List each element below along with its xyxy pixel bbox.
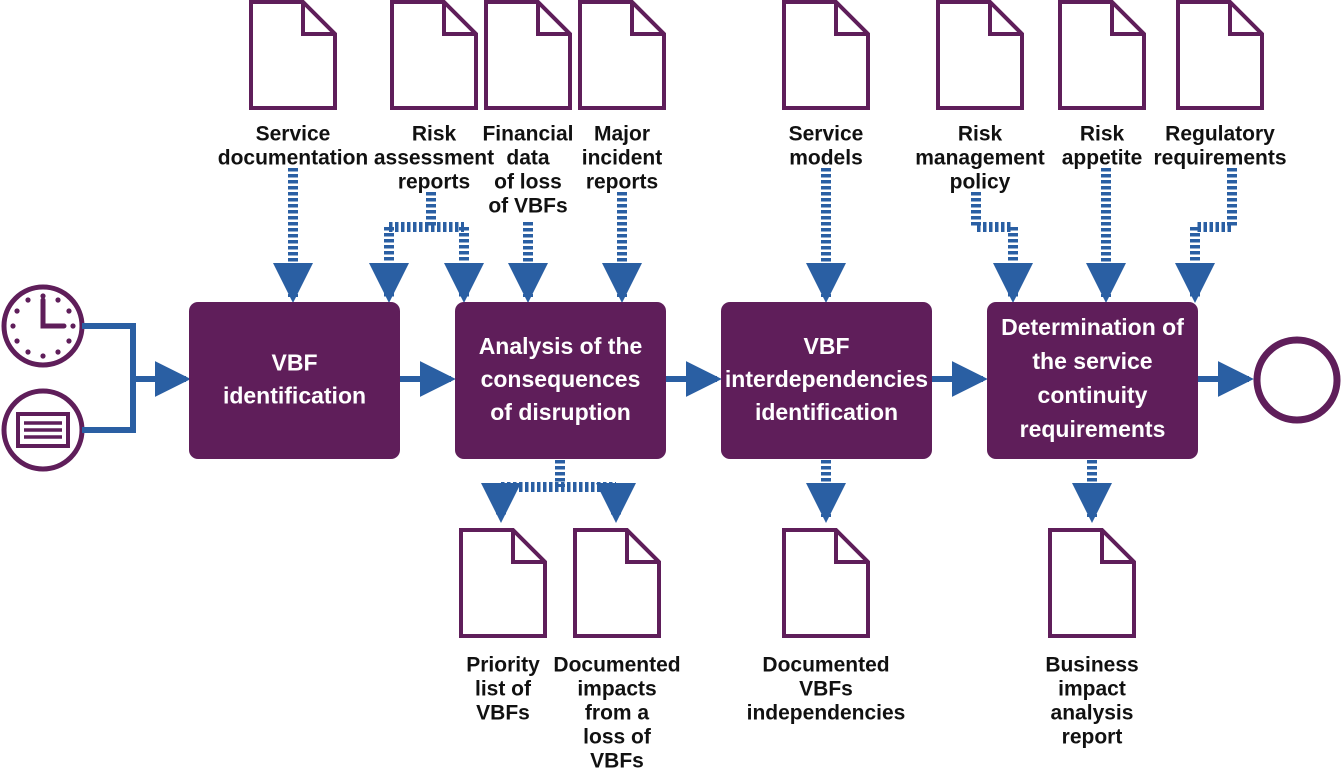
process-label: requirements — [1020, 416, 1166, 442]
document-label: of VBFs — [488, 194, 567, 217]
step-analysis-consequences: Analysis of the consequences of disruption — [455, 302, 666, 459]
process-label: continuity — [1038, 382, 1148, 408]
document-label: Regulatory — [1165, 122, 1275, 145]
start-merge-connector — [82, 323, 150, 433]
document-label: Risk — [1080, 122, 1125, 145]
process-label: Analysis of the — [479, 333, 643, 359]
document-icon — [390, 0, 478, 110]
process-box — [987, 302, 1198, 459]
document-label: loss of — [583, 725, 652, 748]
document-label: reports — [586, 170, 658, 193]
document-icon — [249, 0, 337, 110]
document-label: impacts — [577, 677, 656, 700]
process-label: consequences — [481, 366, 641, 392]
document-label: models — [789, 146, 863, 169]
process-box — [721, 302, 932, 459]
document-label: independencies — [747, 701, 906, 724]
document-label: Financial — [482, 122, 573, 145]
document-label: Service — [789, 122, 864, 145]
process-label: VBF — [272, 350, 318, 376]
message-icon — [1, 388, 85, 472]
data-connector — [1195, 168, 1237, 232]
process-box — [189, 302, 400, 459]
document-label: VBFs — [799, 677, 853, 700]
document-label: documentation — [218, 146, 369, 169]
document-label: management — [915, 146, 1045, 169]
document-label: Business — [1045, 653, 1138, 676]
document-icon — [1058, 0, 1146, 110]
document-label: from a — [585, 701, 650, 724]
clock-icon — [1, 284, 85, 368]
document-label: VBFs — [476, 701, 530, 724]
document-label: assessment — [374, 146, 494, 169]
step-vbf-identification: VBF identification — [189, 302, 400, 459]
step-service-continuity: Determination of the service continuity req… — [987, 302, 1198, 459]
process-label: identification — [223, 383, 366, 409]
process-label: of disruption — [490, 399, 631, 425]
document-label: Major — [594, 122, 650, 145]
document-label: of loss — [494, 170, 562, 193]
document-label: appetite — [1062, 146, 1143, 169]
process-label: identification — [755, 399, 898, 425]
process-label: the service — [1032, 348, 1152, 374]
document-icon — [459, 528, 547, 638]
data-connector — [971, 192, 1013, 232]
document-icon — [936, 0, 1024, 110]
process-label: interdependencies — [725, 366, 928, 392]
document-label: impact — [1058, 677, 1126, 700]
document-icon — [1176, 0, 1264, 110]
document-label: incident — [582, 146, 663, 169]
document-label: Risk — [958, 122, 1003, 145]
document-icon — [782, 0, 870, 110]
document-icon — [484, 0, 572, 110]
document-icon — [573, 528, 661, 638]
document-label: VBFs — [590, 749, 644, 769]
document-label: analysis — [1051, 701, 1134, 724]
document-icon — [1048, 528, 1136, 638]
document-label: reports — [398, 170, 470, 193]
document-label: Documented — [762, 653, 889, 676]
document-label: Service — [256, 122, 331, 145]
document-label: Documented — [553, 653, 680, 676]
document-label: policy — [950, 170, 1011, 193]
document-icon — [578, 0, 666, 110]
step-vbf-interdependencies: VBF interdependencies identification — [721, 302, 932, 459]
document-label: Risk — [412, 122, 457, 145]
document-label: data — [506, 146, 550, 169]
document-icon — [782, 528, 870, 638]
document-label: list of — [475, 677, 532, 700]
document-label: Priority — [466, 653, 540, 676]
document-label: report — [1062, 725, 1123, 748]
document-label: requirements — [1153, 146, 1286, 169]
process-label: VBF — [804, 333, 850, 359]
process-box — [455, 302, 666, 459]
circle-icon — [1253, 336, 1341, 424]
process-label: Determination of — [1001, 314, 1184, 340]
